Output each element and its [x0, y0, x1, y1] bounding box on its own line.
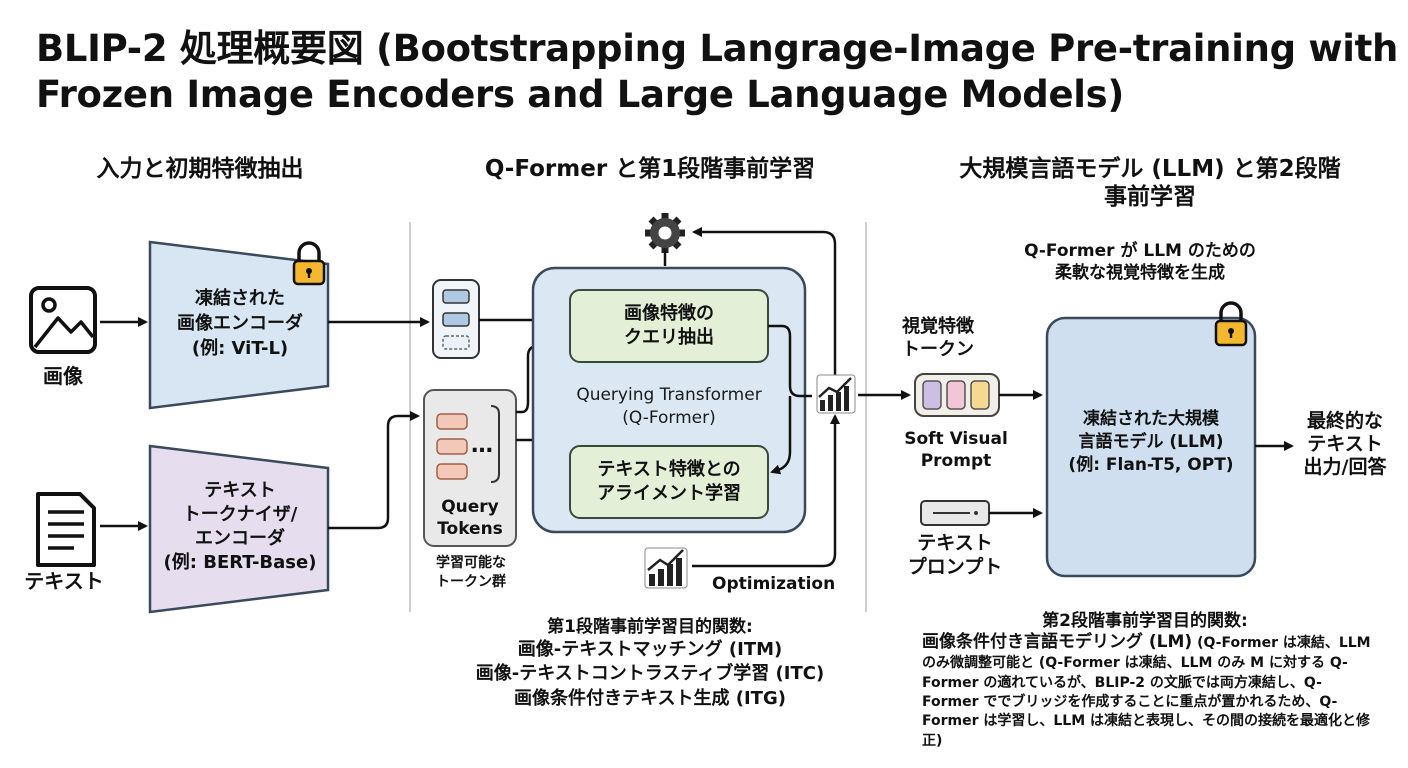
- qformer-name: Querying Transformer (Q-Former): [576, 385, 762, 428]
- query-tokens-ellipsis: …: [471, 433, 493, 458]
- stage1-item: 画像-テキストマッチング (ITM): [517, 639, 783, 661]
- query-tokens-label: Query Tokens: [437, 497, 503, 540]
- text-input-label: テキスト: [24, 569, 104, 593]
- section-heading-llm: 大規模言語モデル (LLM) と第2段階 事前学習: [959, 156, 1341, 210]
- text-prompt-label: テキスト プロンプト: [907, 532, 1003, 578]
- lock-icon-encoder: [292, 241, 326, 286]
- llm-caption: Q-Former が LLM のための 柔軟な視覚特徴を生成: [1024, 241, 1256, 284]
- query-tokens-sublabel: 学習可能な トークン群: [436, 555, 506, 590]
- image-encoder-shape: [148, 240, 330, 410]
- image-input-label: 画像: [43, 364, 83, 388]
- image-encoder-label: 凍結された 画像エンコーダ (例: ViT-L): [177, 288, 303, 360]
- text-encoder-label: テキスト トークナイザ/ エンコーダ (例: BERT-Base): [163, 480, 317, 573]
- llm-model-label: 凍結された大規模 言語モデル (LLM) (例: Flan-T5, OPT): [1068, 409, 1234, 475]
- image-icon: [29, 286, 97, 354]
- soft-visual-prompt: [914, 373, 1000, 417]
- image-feature-stack: [432, 279, 480, 359]
- stage2-body: (Q-Former は凍結、LLM のみ微調整可能と (Q-Former は凍結…: [922, 635, 1371, 749]
- alignment-label: テキスト特徴との アライメント学習: [597, 459, 741, 505]
- feature-extract-label: 画像特徴の クエリ抽出: [624, 303, 714, 349]
- optimization-label: Optimization: [712, 574, 836, 594]
- section-heading-input: 入力と初期特徴抽出: [96, 156, 304, 182]
- chart-icon-qformer: [816, 374, 856, 414]
- chart-icon-optimization: [644, 547, 688, 589]
- stage1-item: 画像条件付きテキスト生成 (ITG): [514, 687, 786, 709]
- stage1-item: 画像-テキストコントラスティブ学習 (ITC): [475, 663, 825, 685]
- text-prompt-icon: [920, 500, 990, 526]
- page-title-line1: BLIP-2 処理概要図 (Bootstrapping Langrage-Ima…: [36, 27, 1399, 70]
- query-tokens-box: [423, 389, 517, 547]
- soft-prompt-label: Soft Visual Prompt: [904, 429, 1008, 472]
- section-heading-qformer: Q-Former と第1段階事前学習: [484, 156, 816, 182]
- gear-icon: [645, 213, 685, 253]
- page-title-line2: Frozen Image Encoders and Large Language…: [36, 73, 1124, 116]
- stage2-heading: 第2段階事前学習目的関数:: [1042, 611, 1248, 631]
- text-encoder-shape: [148, 444, 330, 614]
- document-icon: [36, 492, 96, 567]
- lock-icon-llm: [1214, 301, 1248, 347]
- final-output-label: 最終的な テキスト 出力/回答: [1303, 410, 1387, 479]
- stage2-description: 画像条件付き言語モデリング (LM) (Q-Former は凍結、LLM のみ微…: [922, 631, 1374, 751]
- stage1-objectives: 第1段階事前学習目的関数: 画像-テキストマッチング (ITM) 画像-テキスト…: [430, 616, 870, 711]
- stage1-heading: 第1段階事前学習目的関数:: [547, 617, 753, 637]
- stage2-lead: 画像条件付き言語モデリング (LM): [922, 632, 1193, 652]
- alignment-shape: [569, 445, 769, 519]
- visual-tokens-label: 視覚特徴 トークン: [902, 316, 974, 360]
